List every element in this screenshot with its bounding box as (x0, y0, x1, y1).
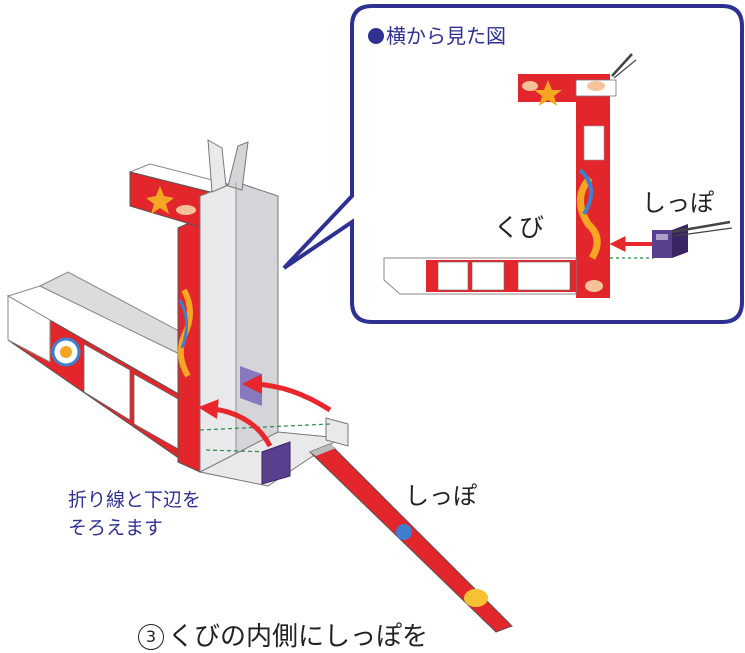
side-view-title-text: 横から見た図 (386, 24, 506, 48)
tail-label-main: しっぽ (405, 482, 477, 510)
tail-strip (261, 441, 513, 633)
step-heading-text: くびの内側にしっぽを (168, 622, 429, 652)
side-view-neck (576, 100, 610, 298)
insert-arrow-lower (198, 399, 273, 448)
side-view-callout (282, 4, 744, 324)
insert-arrow-upper (242, 374, 332, 413)
side-view-title: 横から見た図 (368, 20, 506, 49)
step-number: 3 (138, 624, 164, 650)
side-view-head (518, 74, 617, 106)
side-view-tail-piece (652, 220, 733, 258)
side-view-body (383, 257, 654, 295)
tail-label-callout: しっぽ (642, 189, 714, 217)
alignment-note-line-1: 折り線と下辺を (68, 489, 202, 511)
alignment-note: 折り線と下辺を そろえます (68, 486, 201, 542)
neck-insert (199, 139, 279, 473)
neck-panel (177, 217, 201, 473)
bullet-dot-icon (368, 28, 384, 44)
alignment-note-line-2: そろえます (68, 517, 164, 539)
body-box (6, 271, 197, 471)
neck-label: くび (494, 213, 545, 242)
assembly-illustration (6, 139, 513, 633)
head-top (128, 163, 230, 231)
